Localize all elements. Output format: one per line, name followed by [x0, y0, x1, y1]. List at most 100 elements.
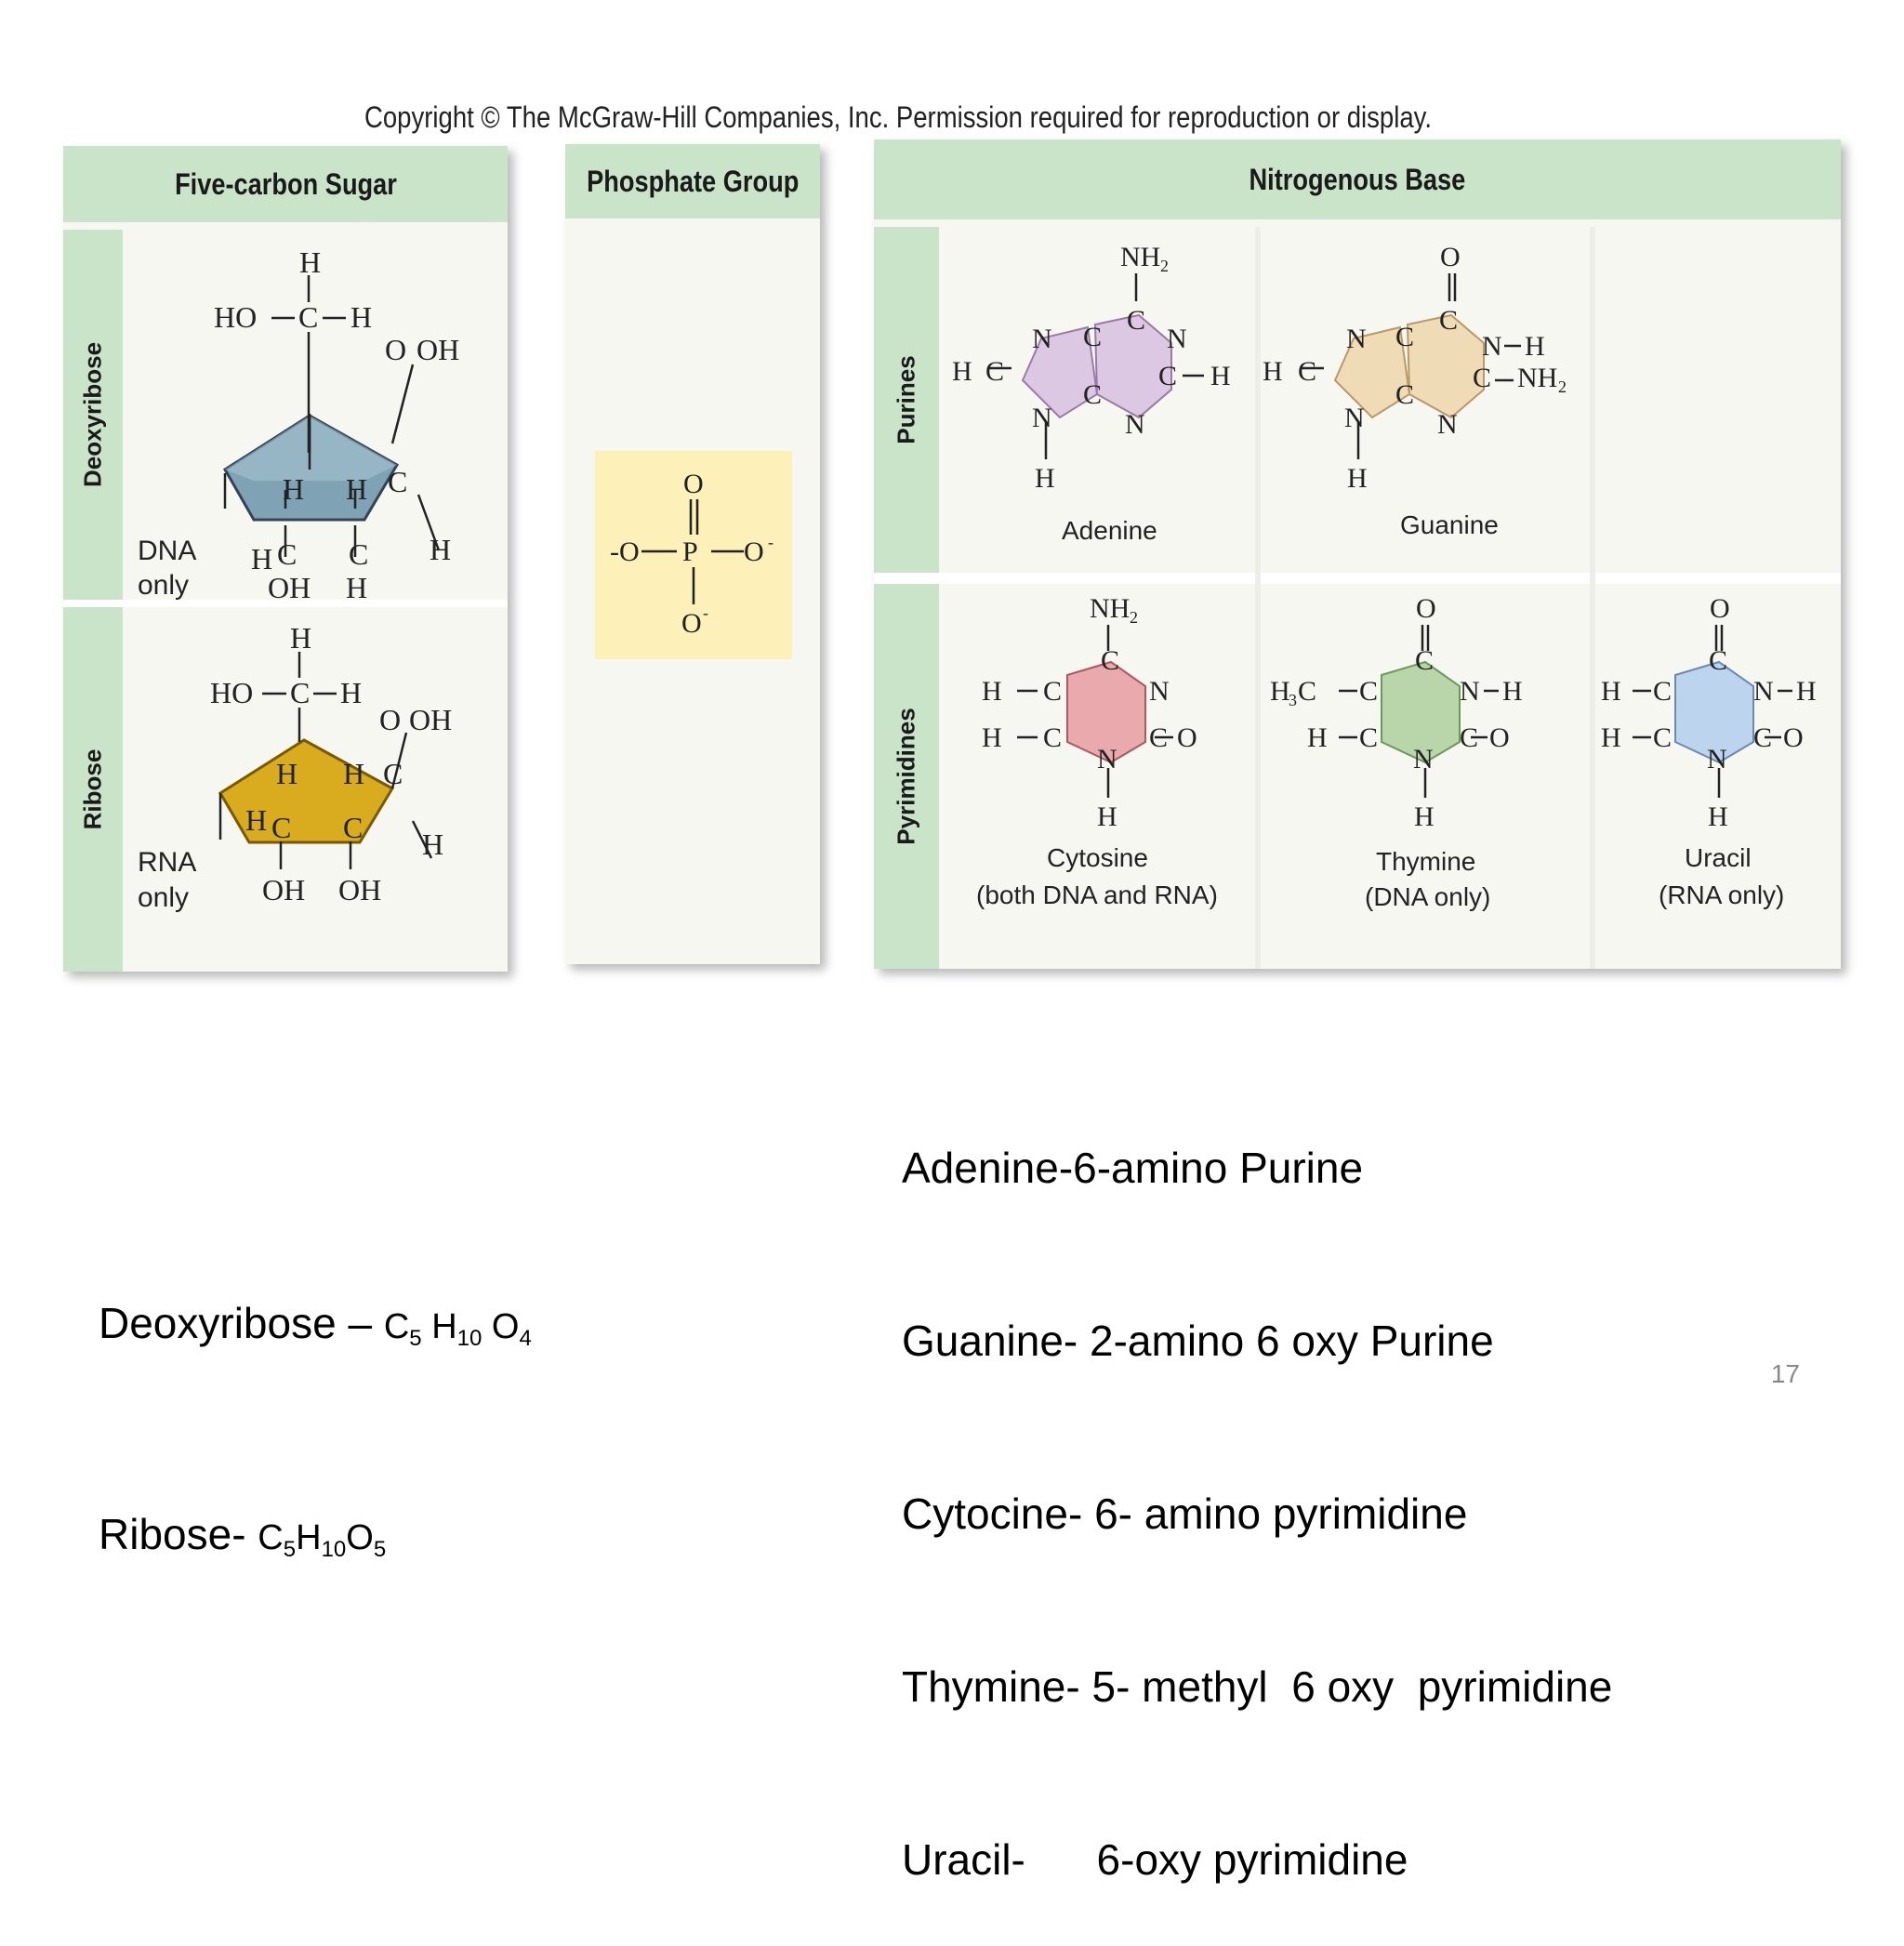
- note-uracil: Uracil- 6-oxy pyrimidine: [902, 1835, 1408, 1884]
- note-cytocine: Cytocine- 6- amino pyrimidine: [902, 1489, 1468, 1538]
- svg-text:3: 3: [1289, 691, 1297, 709]
- svg-text:HO: HO: [210, 676, 253, 709]
- svg-text:C: C: [1653, 676, 1672, 707]
- svg-text:C: C: [1473, 363, 1491, 393]
- svg-text:C: C: [383, 757, 403, 790]
- svg-text:H: H: [1270, 676, 1290, 707]
- svg-text:OH: OH: [338, 873, 381, 907]
- svg-text:H: H: [1035, 463, 1055, 494]
- svg-text:C: C: [985, 356, 1004, 387]
- svg-text:O: O: [1440, 242, 1461, 272]
- svg-text:N: N: [1707, 744, 1727, 774]
- svg-text:O: O: [683, 469, 704, 499]
- svg-text:H: H: [1414, 801, 1435, 832]
- svg-text:P: P: [682, 536, 698, 567]
- svg-text:OH: OH: [268, 571, 311, 600]
- svg-text:H: H: [283, 472, 304, 506]
- svg-text:C: C: [349, 537, 368, 571]
- svg-text:H: H: [251, 542, 272, 576]
- svg-text:N: N: [1097, 744, 1117, 774]
- svg-text:H: H: [1525, 331, 1545, 362]
- purines-side-label: Purines: [874, 227, 939, 573]
- base-header: Nitrogenous Base: [874, 139, 1841, 219]
- base-row-divider: [874, 573, 1841, 584]
- svg-text:H: H: [340, 676, 362, 709]
- guanine-label: Guanine: [1400, 510, 1499, 539]
- svg-text:H: H: [346, 472, 367, 506]
- svg-text:C: C: [1127, 305, 1145, 336]
- svg-text:N: N: [1032, 403, 1052, 433]
- svg-text:C: C: [1158, 361, 1177, 391]
- rna-only-label-line1: RNA: [138, 847, 196, 878]
- ribose-structure: H HO C H O OH H H C H H C C OH OH RNA on…: [138, 621, 452, 913]
- note-adenine: Adenine-6-amino Purine: [902, 1144, 1364, 1192]
- svg-text:C: C: [1439, 305, 1458, 336]
- phosphate-header: Phosphate Group: [565, 144, 820, 218]
- svg-text:C: C: [1415, 645, 1434, 676]
- deoxyribose-side-label: Deoxyribose: [63, 230, 123, 600]
- svg-text:H: H: [1601, 676, 1621, 707]
- svg-text:O: O: [681, 608, 702, 639]
- svg-text:H: H: [1796, 676, 1817, 707]
- svg-text:H: H: [982, 722, 1002, 753]
- svg-text:C: C: [388, 465, 407, 498]
- svg-text:NH: NH: [1120, 242, 1160, 272]
- svg-text:H: H: [350, 300, 372, 334]
- svg-text:N: N: [1437, 409, 1458, 440]
- svg-text:H: H: [1307, 722, 1328, 753]
- uracil-ring: [1674, 660, 1754, 764]
- base-col-divider-2: [1590, 227, 1595, 969]
- adenine-ring: [1021, 325, 1099, 419]
- note-thymine: Thymine- 5- methyl 6 oxy pyrimidine: [902, 1662, 1613, 1711]
- svg-text:O: O: [1783, 722, 1804, 753]
- ribose-side-label: Ribose: [63, 607, 123, 972]
- svg-text:O: O: [379, 703, 401, 736]
- uracil-label-line2: (RNA only): [1659, 880, 1784, 909]
- svg-text:C: C: [1653, 722, 1672, 753]
- svg-text:H: H: [430, 533, 451, 566]
- svg-text:N: N: [1413, 744, 1434, 774]
- sugar-formula-notes: Deoxyribose – C5 H10 O4 Ribose- C5H10O5: [99, 1160, 532, 1648]
- svg-text:O: O: [1710, 593, 1730, 624]
- svg-text:O: O: [744, 536, 764, 567]
- phosphate-panel: Phosphate Group O -O P O - O -: [565, 144, 820, 964]
- svg-text:NH: NH: [1517, 363, 1557, 393]
- svg-text:H: H: [952, 356, 972, 387]
- svg-text:-O: -O: [610, 536, 640, 567]
- svg-text:H: H: [1601, 722, 1621, 753]
- svg-text:H: H: [1708, 801, 1728, 832]
- note-deoxyribose: Deoxyribose – C5 H10 O4: [99, 1299, 532, 1351]
- cytosine-label-line1: Cytosine: [1047, 843, 1148, 872]
- svg-text:N: N: [1167, 324, 1187, 354]
- cytosine-ring: [1066, 660, 1146, 764]
- svg-text:C: C: [1753, 722, 1772, 753]
- svg-text:H: H: [245, 803, 267, 837]
- uracil-label-line1: Uracil: [1685, 843, 1752, 872]
- svg-text:C: C: [1709, 645, 1727, 676]
- ribose-ring: [218, 738, 395, 844]
- svg-text:H: H: [346, 571, 367, 600]
- svg-text:C: C: [1083, 322, 1102, 352]
- svg-text:N: N: [1032, 324, 1052, 354]
- note-guanine: Guanine- 2-amino 6 oxy Purine: [902, 1317, 1494, 1365]
- note-ribose: Ribose- C5H10O5: [99, 1510, 387, 1562]
- svg-text:H: H: [1347, 463, 1368, 494]
- svg-text:C: C: [271, 811, 291, 844]
- sugar-divider: [63, 600, 508, 607]
- svg-text:-: -: [703, 603, 708, 622]
- phosphate-highlight: [595, 451, 792, 659]
- svg-text:H: H: [299, 245, 321, 279]
- sugar-panel: Five-carbon Sugar Deoxyribose Ribose H H…: [63, 146, 508, 972]
- svg-text:H: H: [982, 676, 1002, 707]
- copyright-notice: Copyright © The McGraw-Hill Companies, I…: [364, 100, 1433, 134]
- svg-text:H: H: [1097, 801, 1117, 832]
- svg-text:N: N: [1125, 409, 1145, 440]
- svg-text:H: H: [276, 757, 298, 790]
- thymine-ring: [1381, 660, 1461, 764]
- svg-text:O: O: [1177, 722, 1197, 753]
- base-notes: Adenine-6-amino Purine Guanine- 2-amino …: [902, 1024, 1612, 1946]
- svg-text:2: 2: [1130, 608, 1138, 627]
